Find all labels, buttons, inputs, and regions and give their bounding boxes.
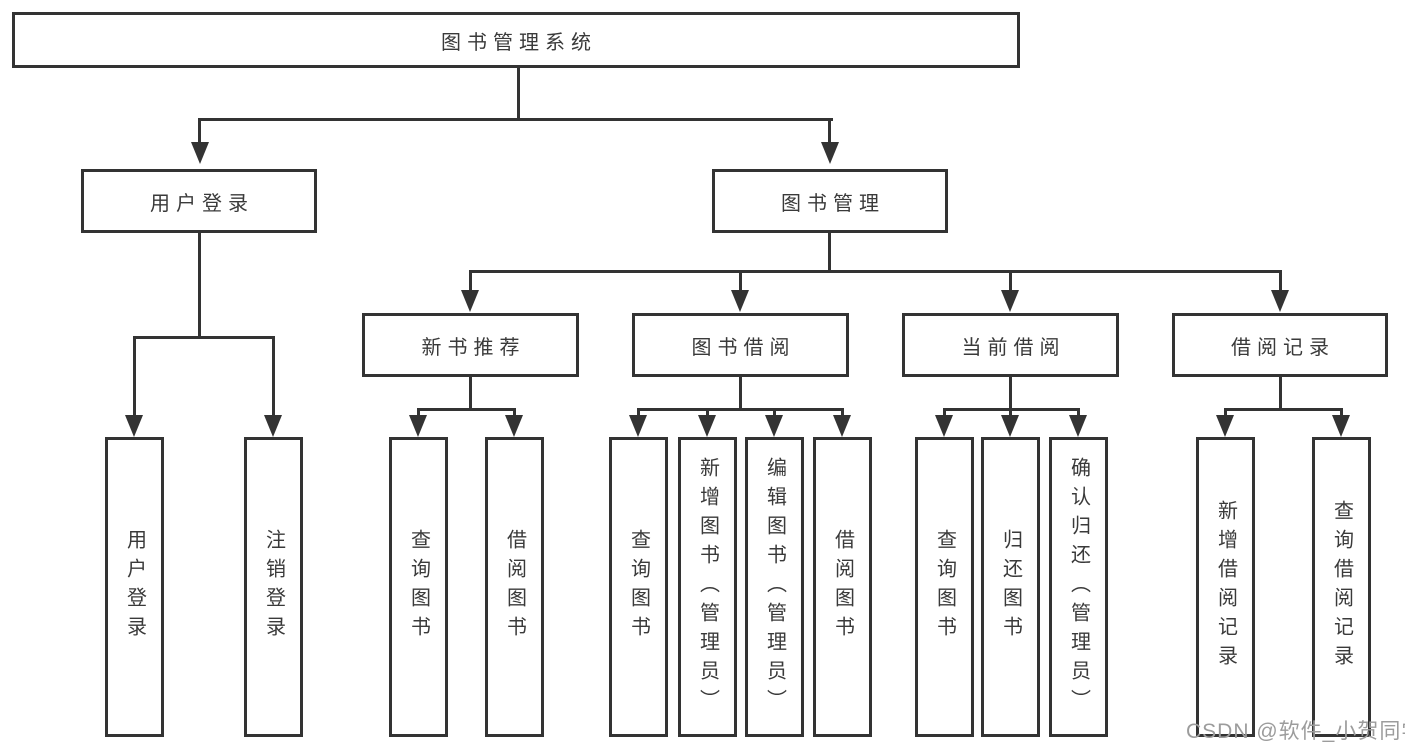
arrow-down-icon bbox=[461, 290, 479, 312]
node-book-management-label: 图书管理 bbox=[781, 192, 885, 215]
arrow-down-icon bbox=[505, 415, 523, 437]
connector-stem-leaf bbox=[272, 336, 275, 417]
arrow-down-icon bbox=[833, 415, 851, 437]
arrow-down-icon bbox=[191, 142, 209, 164]
connector-stem-leaf bbox=[1077, 408, 1080, 417]
leaf-query-books-current-label: 查询图书 bbox=[933, 529, 956, 645]
node-borrow-records-label: 借阅记录 bbox=[1231, 336, 1335, 359]
csdn-watermark: CSDN @软件_小贺同学 bbox=[1186, 720, 1405, 743]
connector-stem-leaf bbox=[1009, 408, 1012, 417]
arrow-down-icon bbox=[821, 142, 839, 164]
connector-stem-leaf bbox=[943, 408, 946, 417]
leaf-logout-label: 注销登录 bbox=[262, 529, 285, 645]
node-book-borrow: 图书借阅 bbox=[632, 313, 849, 377]
node-user-login: 用户登录 bbox=[81, 169, 317, 233]
leaf-add-borrow-record-label: 新增借阅记录 bbox=[1214, 500, 1237, 674]
leaf-query-books-borrow: 查询图书 bbox=[609, 437, 668, 737]
connector-stem-leaf bbox=[1224, 408, 1227, 417]
arrow-down-icon bbox=[629, 415, 647, 437]
arrow-down-icon bbox=[264, 415, 282, 437]
leaf-return-books-label: 归还图书 bbox=[999, 529, 1022, 645]
connector-stem-borrow-records bbox=[1279, 270, 1282, 290]
leaf-user-login: 用户登录 bbox=[105, 437, 164, 737]
arrow-down-icon bbox=[765, 415, 783, 437]
connector-stem-leaf bbox=[513, 408, 516, 417]
leaf-add-books-admin-label: 新增图书（管理员） bbox=[696, 456, 719, 718]
arrow-down-icon bbox=[1271, 290, 1289, 312]
leaf-edit-books-admin: 编辑图书（管理员） bbox=[745, 437, 804, 737]
connector-user-login-hline bbox=[133, 336, 275, 339]
connector-book-management-hline bbox=[469, 270, 1282, 273]
leaf-add-borrow-record: 新增借阅记录 bbox=[1196, 437, 1255, 737]
leaf-borrow-books-recommend-label: 借阅图书 bbox=[503, 529, 526, 645]
leaf-confirm-return-admin-label: 确认归还（管理员） bbox=[1067, 456, 1090, 718]
connector-stem-leaf bbox=[133, 336, 136, 417]
leaf-return-books: 归还图书 bbox=[981, 437, 1040, 737]
connector-stem-new-book bbox=[469, 270, 472, 290]
arrow-down-icon bbox=[125, 415, 143, 437]
leaf-query-books-current: 查询图书 bbox=[915, 437, 974, 737]
leaf-query-books-borrow-label: 查询图书 bbox=[627, 529, 650, 645]
connector-user-login-vline bbox=[198, 232, 201, 339]
node-root: 图书管理系统 bbox=[12, 12, 1020, 68]
arrow-down-icon bbox=[1216, 415, 1234, 437]
connector-current-borrow-vline bbox=[1009, 377, 1012, 410]
connector-stem-current-borrow bbox=[1009, 270, 1012, 290]
connector-new-book-hline bbox=[417, 408, 516, 411]
connector-stem-leaf bbox=[841, 408, 844, 417]
arrow-down-icon bbox=[1001, 290, 1019, 312]
connector-new-book-vline bbox=[469, 377, 472, 410]
arrow-down-icon bbox=[1332, 415, 1350, 437]
leaf-user-login-label: 用户登录 bbox=[123, 529, 146, 645]
connector-stem-user-login bbox=[198, 118, 201, 144]
connector-stem-leaf bbox=[706, 408, 709, 417]
connector-stem-leaf bbox=[773, 408, 776, 417]
arrow-down-icon bbox=[935, 415, 953, 437]
connector-borrow-records-hline bbox=[1224, 408, 1343, 411]
node-root-label: 图书管理系统 bbox=[441, 31, 597, 54]
node-user-login-label: 用户登录 bbox=[150, 192, 254, 215]
connector-root-vline bbox=[517, 67, 520, 120]
connector-stem-leaf bbox=[417, 408, 420, 417]
connector-stem-leaf bbox=[1340, 408, 1343, 417]
leaf-borrow-books-borrow: 借阅图书 bbox=[813, 437, 872, 737]
leaf-edit-books-admin-label: 编辑图书（管理员） bbox=[763, 456, 786, 718]
leaf-query-books-recommend-label: 查询图书 bbox=[407, 529, 430, 645]
node-current-borrow: 当前借阅 bbox=[902, 313, 1119, 377]
node-book-management: 图书管理 bbox=[712, 169, 948, 233]
leaf-query-books-recommend: 查询图书 bbox=[389, 437, 448, 737]
connector-book-borrow-hline bbox=[637, 408, 844, 411]
connector-borrow-records-vline bbox=[1279, 377, 1282, 410]
node-borrow-records: 借阅记录 bbox=[1172, 313, 1388, 377]
connector-stem-book-borrow bbox=[739, 270, 742, 290]
leaf-borrow-books-borrow-label: 借阅图书 bbox=[831, 529, 854, 645]
arrow-down-icon bbox=[1001, 415, 1019, 437]
arrow-down-icon bbox=[1069, 415, 1087, 437]
connector-stem-book-management bbox=[828, 118, 831, 144]
connector-book-management-vline bbox=[828, 232, 831, 272]
leaf-confirm-return-admin: 确认归还（管理员） bbox=[1049, 437, 1108, 737]
node-book-borrow-label: 图书借阅 bbox=[691, 336, 796, 359]
node-new-book-recommend-label: 新书推荐 bbox=[421, 336, 526, 359]
leaf-add-books-admin: 新增图书（管理员） bbox=[678, 437, 737, 737]
leaf-query-borrow-record-label: 查询借阅记录 bbox=[1330, 500, 1353, 674]
connector-root-hline bbox=[198, 118, 833, 121]
node-new-book-recommend: 新书推荐 bbox=[362, 313, 579, 377]
connector-stem-leaf bbox=[637, 408, 640, 417]
leaf-query-borrow-record: 查询借阅记录 bbox=[1312, 437, 1371, 737]
connector-book-borrow-vline bbox=[739, 377, 742, 410]
arrow-down-icon bbox=[409, 415, 427, 437]
leaf-logout: 注销登录 bbox=[244, 437, 303, 737]
leaf-borrow-books-recommend: 借阅图书 bbox=[485, 437, 544, 737]
node-current-borrow-label: 当前借阅 bbox=[961, 336, 1066, 359]
arrow-down-icon bbox=[698, 415, 716, 437]
arrow-down-icon bbox=[731, 290, 749, 312]
